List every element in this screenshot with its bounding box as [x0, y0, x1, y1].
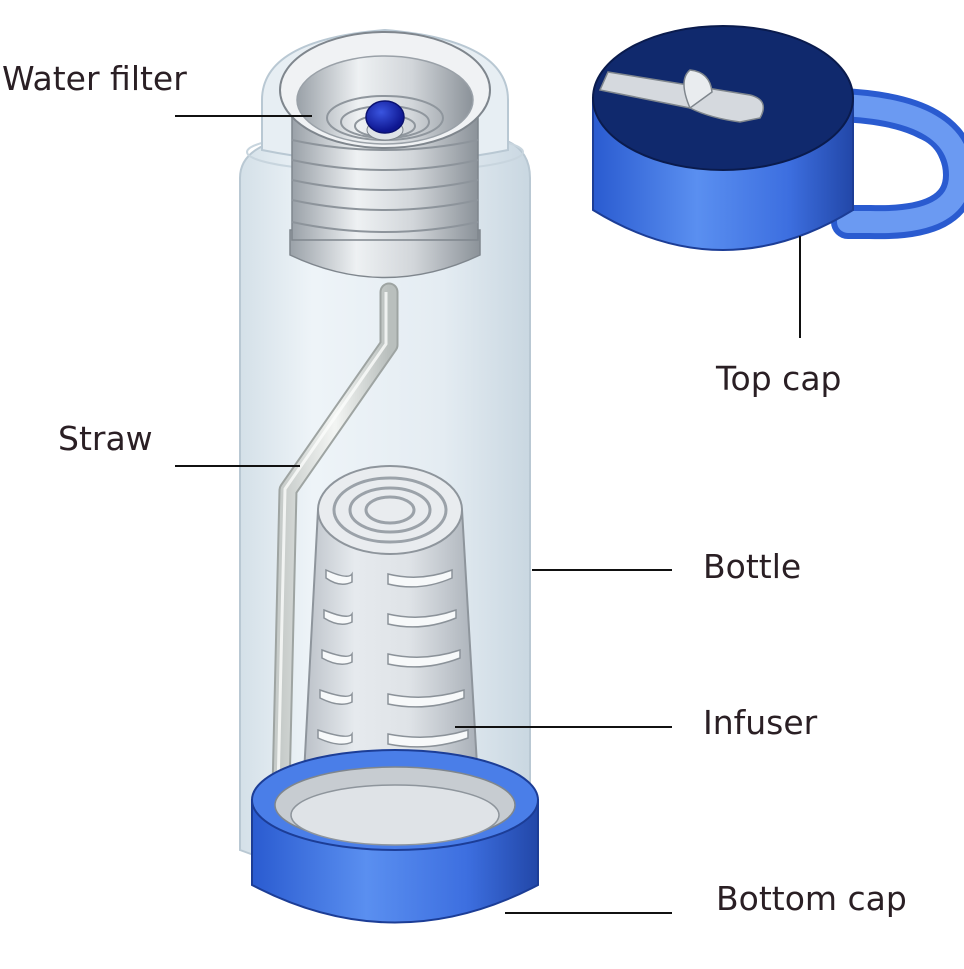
straw: [271, 282, 399, 800]
bottom-cap-label: Bottom cap: [716, 879, 907, 918]
water-filter-label: Water filter: [2, 59, 187, 98]
top-cap: [592, 25, 964, 251]
water-filter: [279, 31, 491, 279]
bottle-label: Bottle: [703, 547, 802, 586]
straw-label: Straw: [58, 419, 153, 458]
infuser-label: Infuser: [703, 703, 818, 742]
top-cap-label: Top cap: [716, 359, 842, 398]
bottom-cap: [251, 749, 539, 924]
